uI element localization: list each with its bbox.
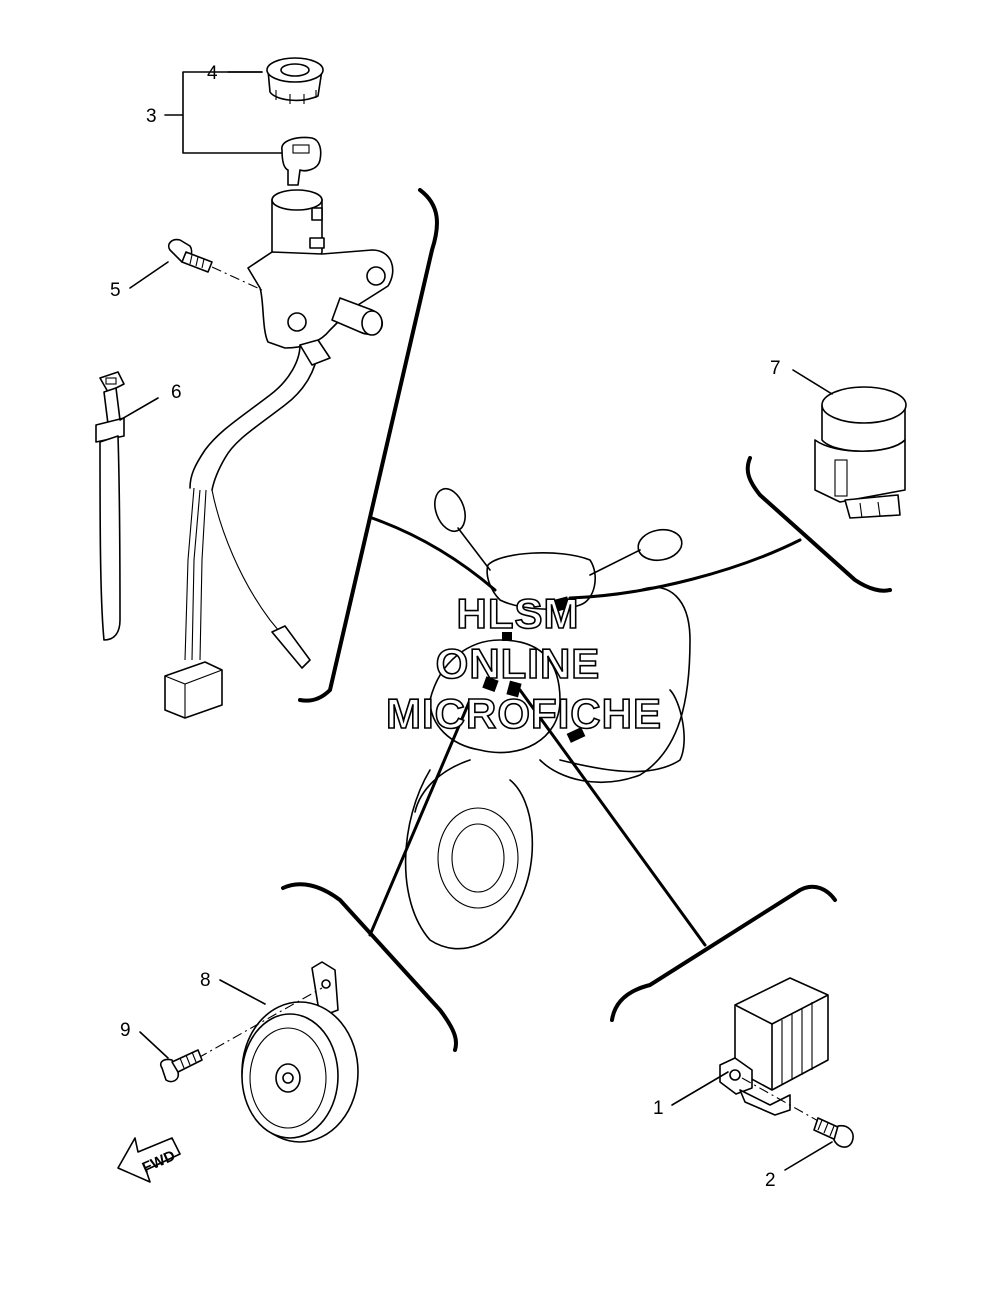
callout-labels: 4 3 5 6 7 8 9 1 2	[110, 63, 781, 1191]
detail-frames	[281, 188, 892, 1052]
callout-2: 2	[765, 1170, 776, 1191]
callout-7: 7	[770, 358, 781, 379]
callout-8: 8	[200, 970, 211, 991]
watermark: HLSM ONLINE MICROFICHE	[385, 589, 662, 738]
callout-leaders	[119, 71, 833, 1171]
callout-6: 6	[171, 382, 182, 403]
cable-tie-icon	[95, 371, 125, 641]
screw-icon-5	[167, 238, 263, 291]
callout-4: 4	[207, 63, 218, 84]
scooter-illustration	[404, 487, 691, 950]
fwd-arrow-icon: FWD	[117, 1137, 181, 1183]
main-switch-key-icon	[164, 136, 394, 719]
screw-icon-9	[159, 1049, 203, 1083]
callout-1: 1	[653, 1098, 664, 1119]
horn-icon	[197, 961, 359, 1143]
callout-3: 3	[146, 106, 157, 127]
callout-9: 9	[120, 1020, 131, 1041]
rectifier-regulator-icon	[719, 977, 829, 1123]
relay-icon	[814, 386, 907, 519]
bolt-icon	[813, 1117, 854, 1148]
watermark-line-1: HLSM	[457, 590, 580, 637]
switch-cap-icon	[266, 57, 324, 104]
watermark-line-3: MICROFICHE	[386, 690, 662, 737]
callout-5: 5	[110, 280, 121, 301]
watermark-line-2: ONLINE	[436, 640, 601, 687]
